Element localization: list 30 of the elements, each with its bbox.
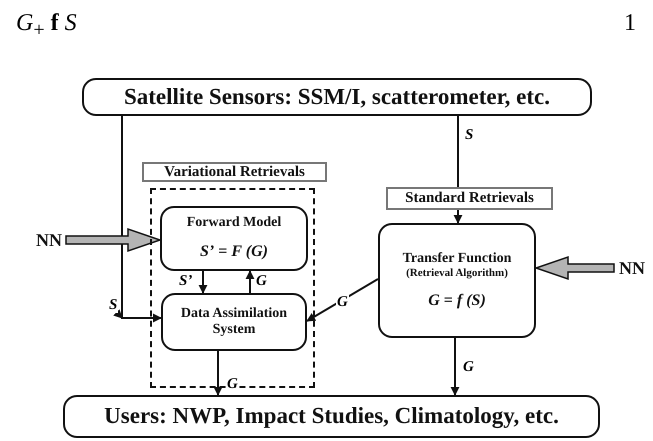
arrow xyxy=(246,270,254,293)
arrow xyxy=(214,351,222,396)
process-box xyxy=(160,206,308,271)
process-box xyxy=(161,293,307,351)
arrow xyxy=(198,271,208,294)
dashed-frame xyxy=(150,188,315,388)
node-text: Forward Model xyxy=(186,215,282,232)
node-text: Users: NWP, Impact Studies, Climatology, etc. xyxy=(104,403,559,430)
node-text: (Retrieval Algorithm) xyxy=(406,267,508,280)
block-arrow xyxy=(65,228,162,252)
equation-number: 1 xyxy=(624,10,636,37)
node-text: Satellite Sensors: SSM/I, scatterometer, etc. xyxy=(124,84,550,110)
input-label: NN xyxy=(32,229,66,251)
formula: G = f (S) xyxy=(428,292,486,310)
equation-text: G$_{+}$ f S xyxy=(16,10,77,42)
formula: S’ = F (G) xyxy=(200,243,268,262)
users-box xyxy=(63,395,600,438)
arrow xyxy=(114,116,161,322)
process-box xyxy=(378,223,536,338)
node-text: Transfer Function xyxy=(402,250,512,268)
section-label: Standard Retrievals xyxy=(386,187,553,210)
arrow xyxy=(454,210,462,224)
node-text: Data Assimilation System xyxy=(180,306,288,338)
arrow xyxy=(450,338,460,396)
edge-label: S xyxy=(108,298,118,313)
block-arrow xyxy=(534,256,615,280)
input-label: NN xyxy=(614,257,650,279)
section-label: Variational Retrievals xyxy=(142,162,327,182)
arrow xyxy=(306,278,379,322)
sensor-box xyxy=(82,78,592,116)
